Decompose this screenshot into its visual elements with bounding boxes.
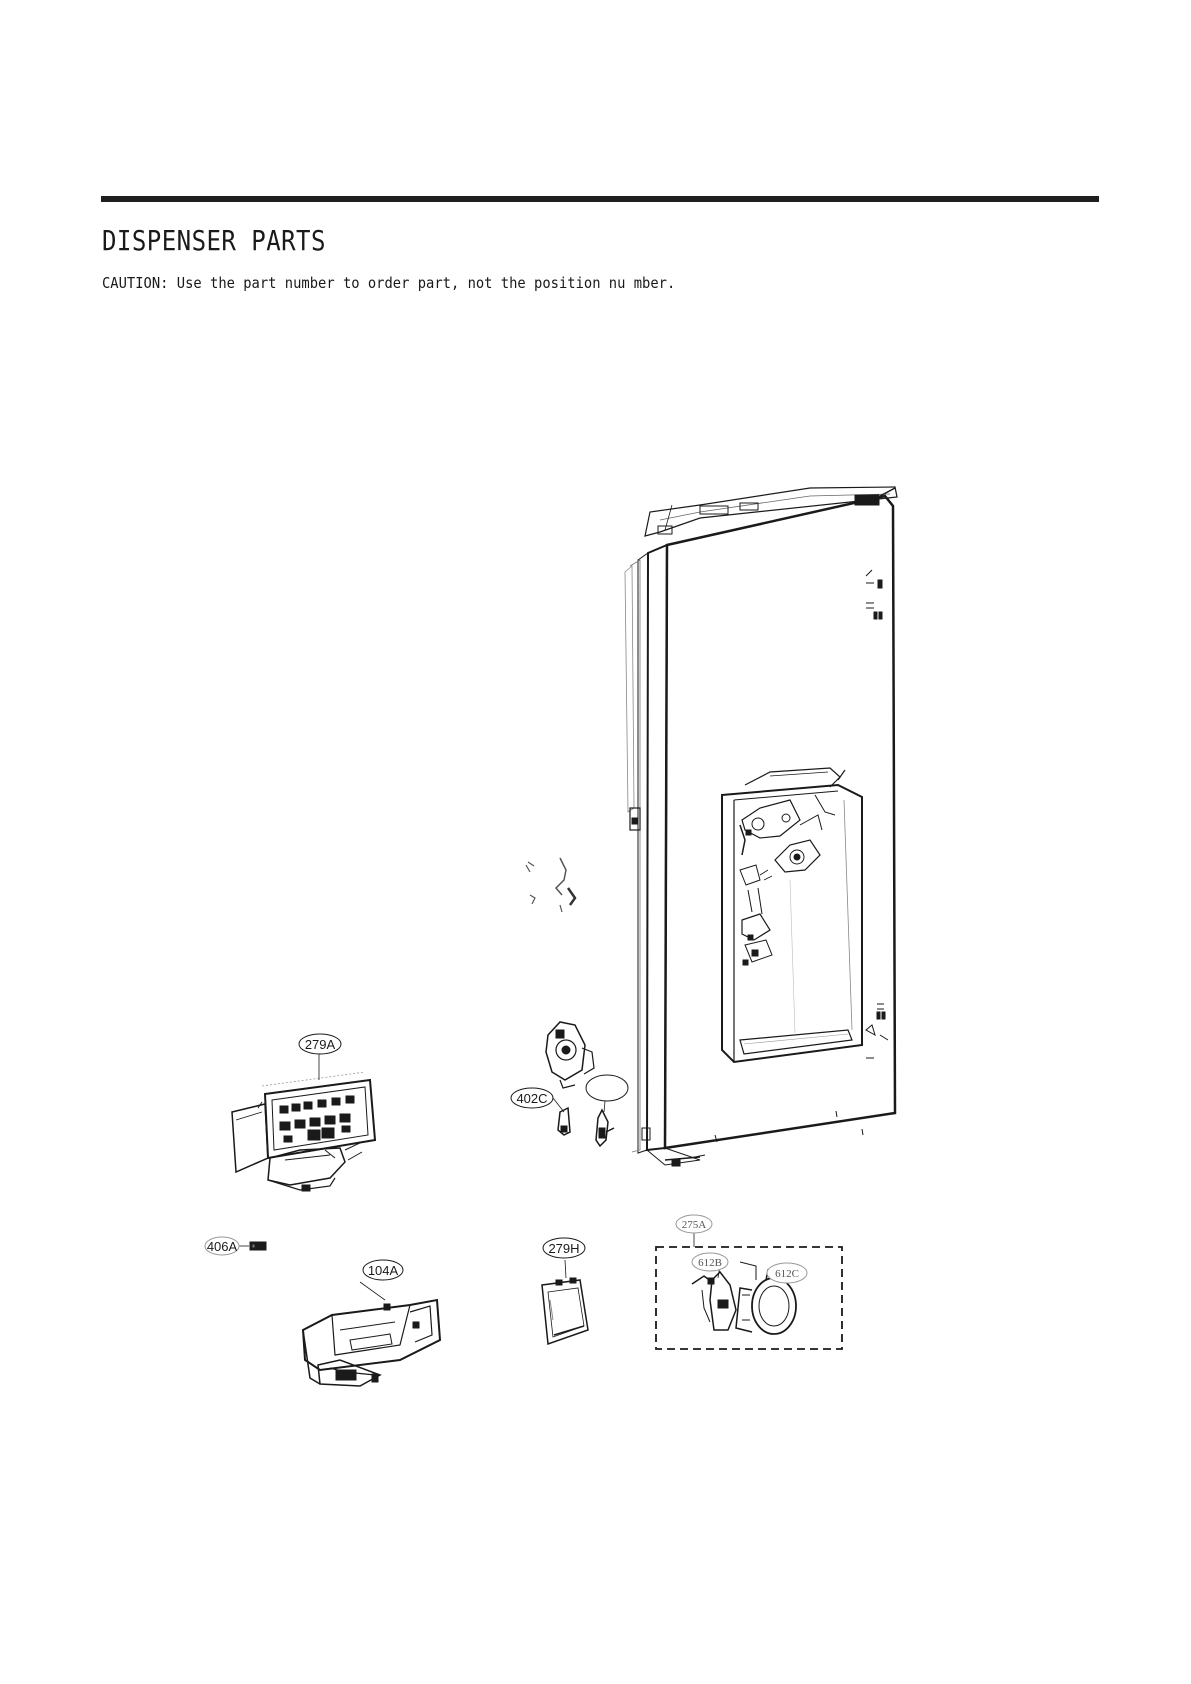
svg-text:406A: 406A	[207, 1239, 238, 1254]
svg-text:275A: 275A	[682, 1219, 707, 1231]
svg-text:612C: 612C	[775, 1268, 799, 1280]
svg-text:612B: 612B	[698, 1257, 722, 1269]
callout-612b: 612B	[691, 1252, 729, 1272]
svg-text:104A: 104A	[368, 1263, 399, 1278]
callout-612c: 612C	[766, 1262, 808, 1284]
header-rule	[101, 196, 1099, 202]
part-279a-control-panel	[231, 1054, 377, 1192]
svg-text:279H: 279H	[548, 1241, 579, 1256]
door-assembly	[624, 486, 898, 1167]
callout-blank	[585, 1074, 629, 1102]
part-104a-housing	[301, 1281, 442, 1387]
svg-text:402C: 402C	[516, 1091, 547, 1106]
part-406a-sensor	[237, 1241, 267, 1251]
caution-note: CAUTION: Use the part number to order pa…	[102, 274, 676, 292]
svg-text:279A: 279A	[305, 1037, 336, 1052]
callout-275a: 275A	[675, 1214, 713, 1234]
part-275a-group	[655, 1233, 843, 1350]
callout-402c: 402C	[510, 1087, 554, 1109]
callout-279a: 279A	[298, 1033, 342, 1055]
tube-fittings	[525, 857, 577, 913]
callout-279h: 279H	[542, 1237, 586, 1259]
page-title: DISPENSER PARTS	[102, 224, 326, 257]
part-402c-mechanism	[545, 1021, 615, 1148]
callout-104a: 104A	[362, 1259, 404, 1281]
callout-406a: 406A	[204, 1236, 240, 1256]
part-279h-cover	[541, 1259, 589, 1346]
